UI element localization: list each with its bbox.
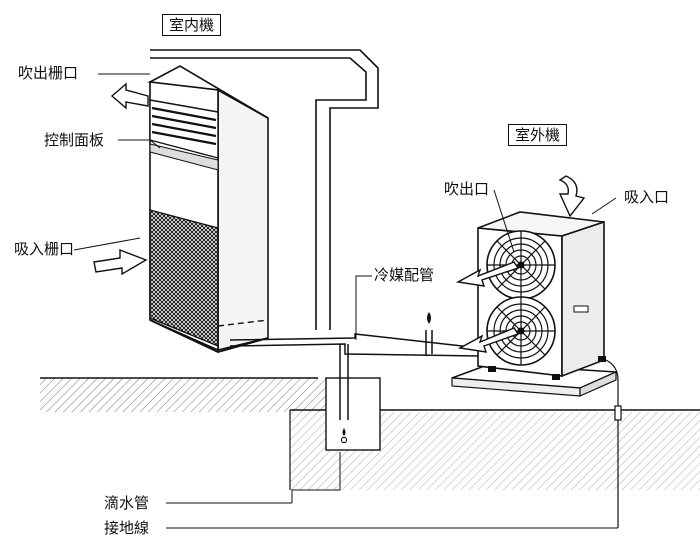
leader-lines — [73, 73, 618, 529]
label-drain-pipe: 滴水管 — [104, 494, 150, 512]
ground — [40, 377, 700, 490]
outdoor-unit — [451, 211, 617, 397]
label-outdoor-unit: 室外機 — [508, 124, 568, 146]
control-panel — [149, 143, 219, 171]
water-drop-icon — [340, 428, 348, 444]
drain-pit — [325, 377, 381, 451]
fan-icon — [486, 296, 556, 366]
arrow-icon — [558, 175, 586, 218]
indoor-unit — [147, 65, 269, 353]
label-outlet: 吹出口 — [444, 180, 490, 198]
label-refrigerant-pipe: 冷媒配管 — [374, 266, 435, 284]
label-ground-wire: 接地線 — [104, 519, 150, 537]
fan-icon — [486, 230, 556, 300]
label-outlet-grille: 吹出栅口 — [18, 64, 79, 82]
ground-wire — [605, 359, 622, 528]
arrow-icon — [455, 261, 520, 287]
label-intake-grille: 吸入栅口 — [14, 240, 75, 258]
refrigerant-pipe — [229, 330, 481, 420]
vent-cap-icon — [427, 312, 431, 324]
ground-slab-left — [40, 378, 330, 412]
label-control-panel: 控制面板 — [44, 131, 105, 149]
label-indoor-unit: 室内機 — [162, 14, 222, 36]
label-intake: 吸入口 — [624, 188, 670, 206]
arrow-icon — [457, 327, 520, 353]
intake-grille — [149, 209, 219, 348]
wall — [150, 49, 379, 330]
arrow-icon — [93, 248, 148, 276]
arrow-icon — [110, 82, 149, 110]
